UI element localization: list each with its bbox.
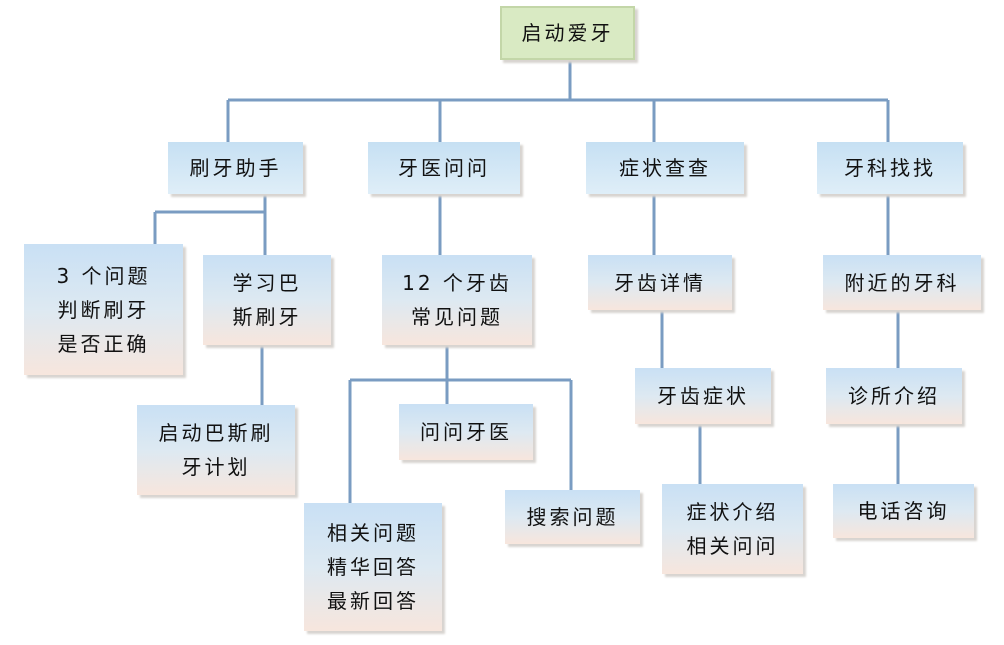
tooth-symptoms-label: 牙齿症状 xyxy=(657,384,749,408)
learn-bass-label: 学习巴 斯刷牙 xyxy=(232,271,302,329)
nearby-clinics-node: 附近的牙科 xyxy=(823,255,981,310)
start-bass-plan-node: 启动巴斯刷 牙计划 xyxy=(137,405,295,495)
three-questions-label: 3 个问题 判断刷牙 是否正确 xyxy=(56,263,151,356)
clinic-find-label: 牙科找找 xyxy=(844,156,936,180)
nearby-clinics-label: 附近的牙科 xyxy=(844,270,960,295)
ask-dentist-label: 问问牙医 xyxy=(420,420,512,444)
root-node: 启动爱牙 xyxy=(500,6,635,60)
symptom-intro-label: 症状介绍 相关问问 xyxy=(686,500,779,558)
symptom-check-label: 症状查查 xyxy=(619,156,711,180)
root-label: 启动爱牙 xyxy=(521,21,614,45)
clinic-intro-label: 诊所介绍 xyxy=(848,384,940,408)
brush-helper-label: 刷牙助手 xyxy=(189,156,282,180)
clinic-find-node: 牙科找找 xyxy=(817,142,963,194)
tooth-details-label: 牙齿详情 xyxy=(614,270,706,295)
dentist-ask-node: 牙医问问 xyxy=(368,142,520,194)
twelve-faq-label: 12 个牙齿 常见问题 xyxy=(402,271,512,329)
twelve-faq-node: 12 个牙齿 常见问题 xyxy=(382,255,532,345)
search-questions-node: 搜索问题 xyxy=(505,490,640,544)
related-questions-label: 相关问题 精华回答 最新回答 xyxy=(327,521,419,613)
symptom-intro-node: 症状介绍 相关问问 xyxy=(662,484,803,574)
brush-helper-node: 刷牙助手 xyxy=(168,142,303,194)
related-questions-node: 相关问题 精华回答 最新回答 xyxy=(304,503,442,631)
tooth-symptoms-node: 牙齿症状 xyxy=(635,368,771,424)
phone-consult-node: 电话咨询 xyxy=(833,484,974,538)
symptom-check-node: 症状查查 xyxy=(586,142,744,194)
learn-bass-node: 学习巴 斯刷牙 xyxy=(203,255,331,345)
three-questions-node: 3 个问题 判断刷牙 是否正确 xyxy=(24,244,183,375)
start-bass-plan-label: 启动巴斯刷 牙计划 xyxy=(158,421,274,479)
search-questions-label: 搜索问题 xyxy=(526,505,619,529)
phone-consult-label: 电话咨询 xyxy=(857,499,950,523)
tooth-details-node: 牙齿详情 xyxy=(588,255,732,310)
dentist-ask-label: 牙医问问 xyxy=(398,156,490,180)
ask-dentist-node: 问问牙医 xyxy=(399,404,533,460)
clinic-intro-node: 诊所介绍 xyxy=(826,368,962,424)
